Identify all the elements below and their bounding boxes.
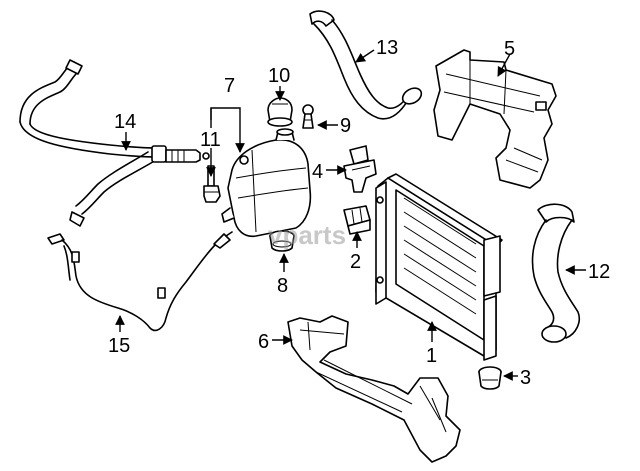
rubber-mount-part-2: [343, 205, 371, 235]
callout-14: 14: [114, 111, 136, 133]
callout-3: 3: [520, 367, 531, 389]
cap-part-10: [267, 97, 293, 127]
bleed-line-part-15: [47, 231, 233, 332]
callout-labels: 1 2 3 4 5 6 7 8 9 10 11 12 13 14 15: [108, 37, 610, 389]
callout-10: 10: [268, 65, 290, 87]
mount-part-8: [269, 230, 295, 252]
bracket-part-4: [343, 145, 377, 193]
plug-part-3: [478, 366, 502, 390]
hose-part-13: [309, 10, 423, 120]
expansion-tank-part-7: [221, 128, 312, 238]
callout-7: 7: [224, 75, 235, 97]
callout-6: 6: [258, 331, 269, 353]
shroud-part-5: [433, 49, 557, 189]
coolant-hose-part-14: [19, 59, 210, 227]
hose-part-12: [531, 203, 581, 343]
callout-5: 5: [504, 38, 515, 60]
callout-15: 15: [108, 335, 130, 357]
callout-2: 2: [350, 251, 361, 273]
air-duct-part-6: [287, 315, 461, 463]
callout-1: 1: [426, 345, 437, 367]
leader-lines: [115, 49, 586, 381]
callout-4: 4: [312, 161, 323, 183]
sensor-part-11: [203, 165, 221, 203]
radiator-part-1: [375, 173, 503, 361]
callout-8: 8: [277, 275, 288, 297]
clip-part-9: [302, 104, 314, 129]
callout-9: 9: [340, 115, 351, 137]
callout-11: 11: [200, 129, 221, 151]
callout-13: 13: [376, 37, 398, 59]
callout-12: 12: [588, 261, 610, 283]
watermark-logo: vparts: [268, 220, 346, 250]
